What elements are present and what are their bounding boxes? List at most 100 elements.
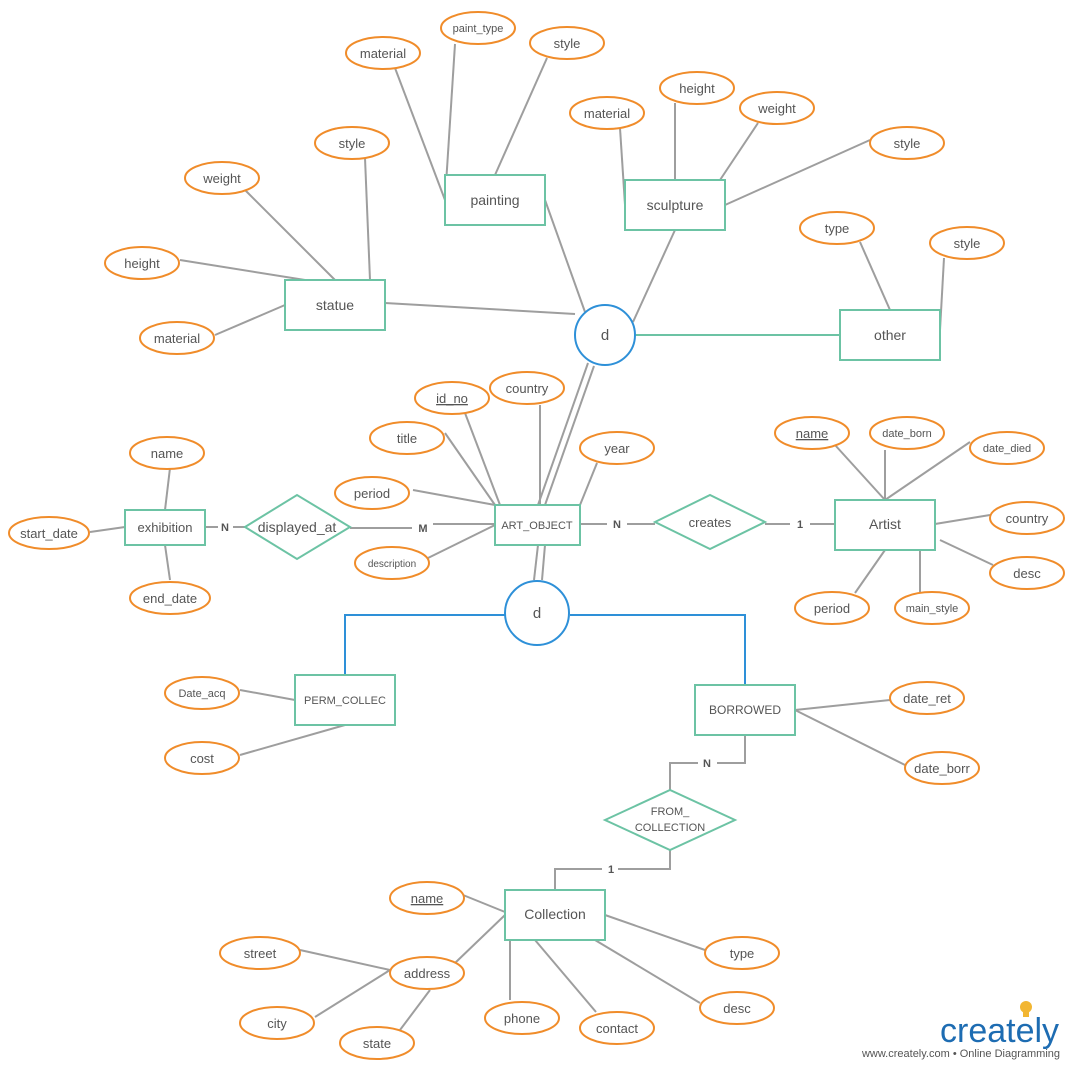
attribute-label: desc <box>1013 566 1041 581</box>
specialization-top-label: d <box>601 327 609 344</box>
cardinality-from-collection: 1 <box>608 864 614 876</box>
attribute-sculpture-style[interactable]: style <box>869 126 945 160</box>
attribute-statue-weight[interactable]: weight <box>184 161 260 195</box>
relationship-from-collection[interactable]: FROM_ COLLECTION <box>602 788 738 852</box>
attribute-perm-collec-cost[interactable]: cost <box>164 741 240 775</box>
connector-lines <box>89 43 994 1031</box>
connector-line <box>494 57 548 176</box>
entity-art-object[interactable]: ART_OBJECT <box>494 504 581 546</box>
attribute-other-type[interactable]: type <box>799 211 875 245</box>
specialization-top: d <box>574 304 636 366</box>
entity-artist[interactable]: Artist <box>834 499 936 551</box>
attribute-label: description <box>368 559 416 570</box>
attribute-exhibition-end-date[interactable]: end_date <box>129 581 211 615</box>
connector-line <box>604 914 706 951</box>
connector-line <box>544 365 595 506</box>
attribute-collection-phone[interactable]: phone <box>484 1001 560 1035</box>
relationship-creates[interactable]: creates <box>652 493 768 551</box>
connector-line <box>724 139 871 206</box>
attribute-art-object-country[interactable]: country <box>489 371 565 405</box>
attribute-collection-name[interactable]: name <box>389 881 465 915</box>
connector-line <box>537 362 589 506</box>
attribute-exhibition-name[interactable]: name <box>129 436 205 470</box>
attribute-sculpture-material[interactable]: material <box>569 96 645 130</box>
attribute-label: contact <box>596 1021 638 1036</box>
attribute-perm-collec-date-acq[interactable]: Date_acq <box>164 676 240 710</box>
attribute-statue-material[interactable]: material <box>139 321 215 355</box>
connector-line <box>427 524 496 559</box>
entity-perm-collec[interactable]: PERM_COLLEC <box>294 674 396 726</box>
attribute-label: year <box>604 441 630 456</box>
connector-line <box>314 969 391 1018</box>
entity-collection[interactable]: Collection <box>504 889 606 941</box>
attribute-label: paint_type <box>453 23 504 35</box>
entity-statue-label: statue <box>316 297 354 313</box>
connector-line <box>464 412 501 506</box>
attribute-sculpture-weight[interactable]: weight <box>739 91 815 125</box>
connector-line <box>854 549 886 594</box>
attribute-art-object-period[interactable]: period <box>334 476 410 510</box>
attribute-collection-desc[interactable]: desc <box>699 991 775 1025</box>
attribute-label: start_date <box>20 526 78 541</box>
attribute-label: type <box>730 946 755 961</box>
connector-line <box>179 259 306 281</box>
connector-line <box>554 868 602 890</box>
attribute-artist-desc[interactable]: desc <box>989 556 1065 590</box>
entity-artist-label: Artist <box>869 516 901 532</box>
attribute-painting-material[interactable]: material <box>345 36 421 70</box>
attribute-painting-style[interactable]: style <box>529 26 605 60</box>
entity-perm-collec-label: PERM_COLLEC <box>304 695 386 707</box>
attribute-exhibition-start-date[interactable]: start_date <box>8 516 90 550</box>
relationship-creates-label: creates <box>689 515 732 530</box>
attribute-label: cost <box>190 751 214 766</box>
entity-statue[interactable]: statue <box>284 279 386 331</box>
attribute-artist-date-died[interactable]: date_died <box>969 431 1045 465</box>
attribute-art-object-description[interactable]: description <box>354 546 430 580</box>
entity-exhibition[interactable]: exhibition <box>124 509 206 546</box>
attribute-label: height <box>124 256 160 271</box>
attribute-collection-address[interactable]: address <box>389 956 465 990</box>
attribute-artist-main-style[interactable]: main_style <box>894 591 970 625</box>
connector-line <box>884 441 971 501</box>
connector-line <box>462 894 506 913</box>
connector-line <box>164 467 171 511</box>
attribute-collection-city[interactable]: city <box>239 1006 315 1040</box>
connector-line <box>89 526 126 533</box>
attribute-label: date_died <box>983 443 1031 455</box>
attribute-statue-height[interactable]: height <box>104 246 180 280</box>
connector-line <box>717 735 746 764</box>
connector-line <box>399 989 431 1031</box>
attribute-label: phone <box>504 1011 540 1026</box>
attribute-borrowed-date-ret[interactable]: date_ret <box>889 681 965 715</box>
lightbulb-icon <box>1020 1001 1032 1017</box>
attribute-collection-type[interactable]: type <box>704 936 780 970</box>
attribute-artist-name[interactable]: name <box>774 416 850 450</box>
connector-line <box>239 724 346 756</box>
attribute-artist-country[interactable]: country <box>989 501 1065 535</box>
attribute-artist-period[interactable]: period <box>794 591 870 625</box>
attribute-collection-street[interactable]: street <box>219 936 301 970</box>
attribute-art-object-title[interactable]: title <box>369 421 445 455</box>
attribute-borrowed-date-borr[interactable]: date_borr <box>904 751 980 785</box>
entity-other[interactable]: other <box>839 309 941 361</box>
attribute-collection-contact[interactable]: contact <box>579 1011 655 1045</box>
attribute-painting-paint-type[interactable]: paint_type <box>440 11 516 45</box>
attribute-art-object-id-no[interactable]: id_no <box>414 381 490 415</box>
entity-painting[interactable]: painting <box>444 174 546 226</box>
attribute-collection-state[interactable]: state <box>339 1026 415 1060</box>
attribute-label: style <box>954 236 981 251</box>
connector-line <box>618 850 671 870</box>
attribute-label: state <box>363 1036 391 1051</box>
connector-line <box>632 229 676 323</box>
attribute-other-style[interactable]: style <box>929 226 1005 260</box>
specialization-bottom: d <box>504 580 570 646</box>
connector-line <box>299 949 391 971</box>
attribute-art-object-year[interactable]: year <box>579 431 655 465</box>
attribute-sculpture-height[interactable]: height <box>659 71 735 105</box>
attribute-artist-date-born[interactable]: date_born <box>869 416 945 450</box>
entity-borrowed[interactable]: BORROWED <box>694 684 796 736</box>
connector-line <box>364 157 371 281</box>
entity-sculpture[interactable]: sculpture <box>624 179 726 231</box>
relationship-displayed-at[interactable]: displayed_at <box>243 493 352 561</box>
attribute-statue-style[interactable]: style <box>314 126 390 160</box>
